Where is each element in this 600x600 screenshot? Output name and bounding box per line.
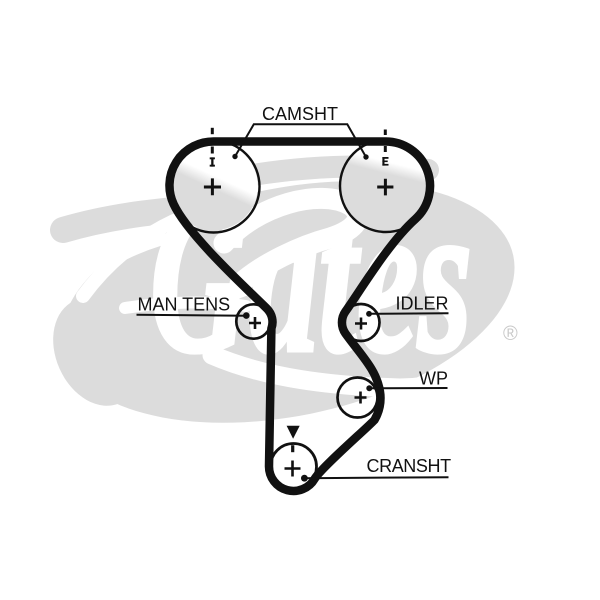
svg-text:CRANSHT: CRANSHT: [367, 456, 452, 476]
svg-text:CAMSHT: CAMSHT: [262, 104, 338, 124]
svg-text:WP: WP: [419, 368, 448, 388]
svg-text:IDLER: IDLER: [396, 294, 449, 314]
svg-text:®: ®: [503, 323, 518, 345]
svg-text:MAN TENS: MAN TENS: [138, 294, 231, 314]
